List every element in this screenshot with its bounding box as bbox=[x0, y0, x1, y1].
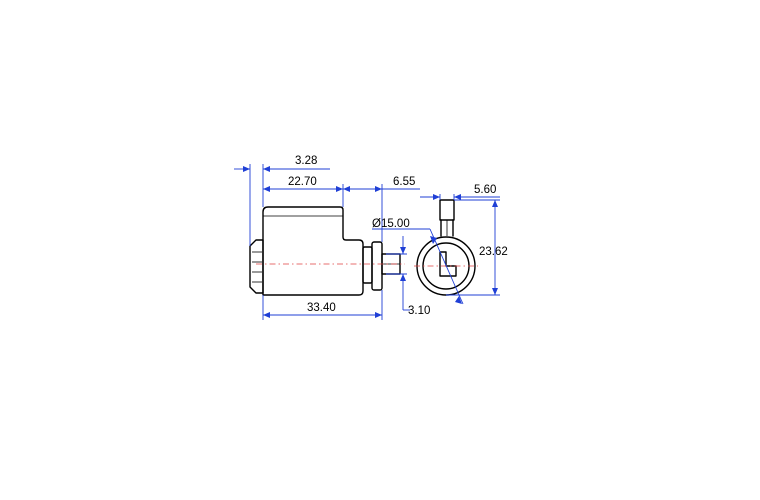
dimension-3-10: 3.10 bbox=[386, 236, 430, 317]
cam-tab bbox=[439, 199, 455, 221]
dimension-33-40-label: 33.40 bbox=[307, 302, 336, 314]
dimension-22-70: 22.70 bbox=[263, 176, 344, 207]
cam-neck bbox=[440, 219, 454, 237]
side-view bbox=[249, 206, 405, 296]
dimension-diameter-15: Ø15.00 bbox=[372, 218, 464, 305]
dimension-6-55-label: 6.55 bbox=[393, 176, 415, 188]
dimension-3-28-label: 3.28 bbox=[295, 155, 317, 167]
collar bbox=[362, 246, 373, 284]
dimension-23-62-label: 23.62 bbox=[479, 246, 508, 258]
front-view bbox=[414, 199, 478, 296]
cylinder-body bbox=[262, 206, 364, 296]
dimension-33-40: 33.40 bbox=[262, 290, 383, 320]
dimension-diameter-15-label: Ø15.00 bbox=[372, 218, 410, 230]
dimension-3-28: 3.28 bbox=[234, 155, 330, 246]
dimension-6-55: 6.55 bbox=[343, 176, 420, 242]
dimension-5-60: 5.60 bbox=[420, 184, 500, 200]
dimension-5-60-label: 5.60 bbox=[474, 184, 496, 196]
dimension-22-70-label: 22.70 bbox=[288, 176, 317, 188]
keyway bbox=[439, 251, 457, 277]
retaining-nut bbox=[371, 241, 383, 291]
dimension-layer: 3.28 22.70 6.55 33.40 bbox=[234, 155, 508, 320]
dimension-3-10-label: 3.10 bbox=[408, 305, 430, 317]
dimension-23-62: 23.62 bbox=[446, 199, 508, 296]
front-cap bbox=[249, 239, 264, 294]
